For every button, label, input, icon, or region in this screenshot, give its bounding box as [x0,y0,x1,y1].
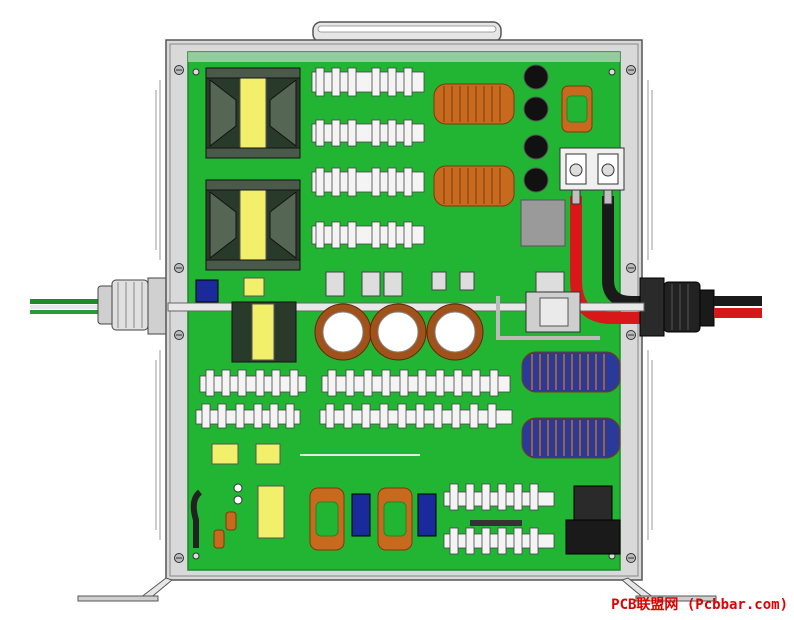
power-device-row [311,67,425,249]
film-capacitor [211,443,285,539]
small-components [190,483,243,549]
watermark: PCB联盟网 (Pcbbar.com) [611,597,788,613]
copper-coil [433,165,515,207]
transformer-icon [205,67,301,159]
toroid-inductor-icon [521,351,621,393]
terminal-block-icon [559,147,625,191]
electrolytic-capacitor-icon [523,64,549,193]
top-handle [312,21,502,43]
transformer-icon [205,179,301,271]
power-device-row [195,369,555,555]
screw-icon [174,65,636,563]
heatsink-block [565,485,621,555]
toroid-inductor-icon [377,487,413,551]
left-cable-gland [30,277,169,335]
small-components [195,271,565,303]
relay-block [520,199,566,247]
transformer-icon [231,301,297,363]
cable-gland-icon [639,277,762,337]
film-capacitor [351,493,437,537]
toroid-inductor-icon [561,85,593,133]
copper-coil [433,83,515,125]
bridge-rectifier [496,291,600,340]
toroid-inductor-icon [309,487,345,551]
toroid-inductor-icon [521,417,621,459]
electrolytic-capacitor-icon [314,303,484,361]
